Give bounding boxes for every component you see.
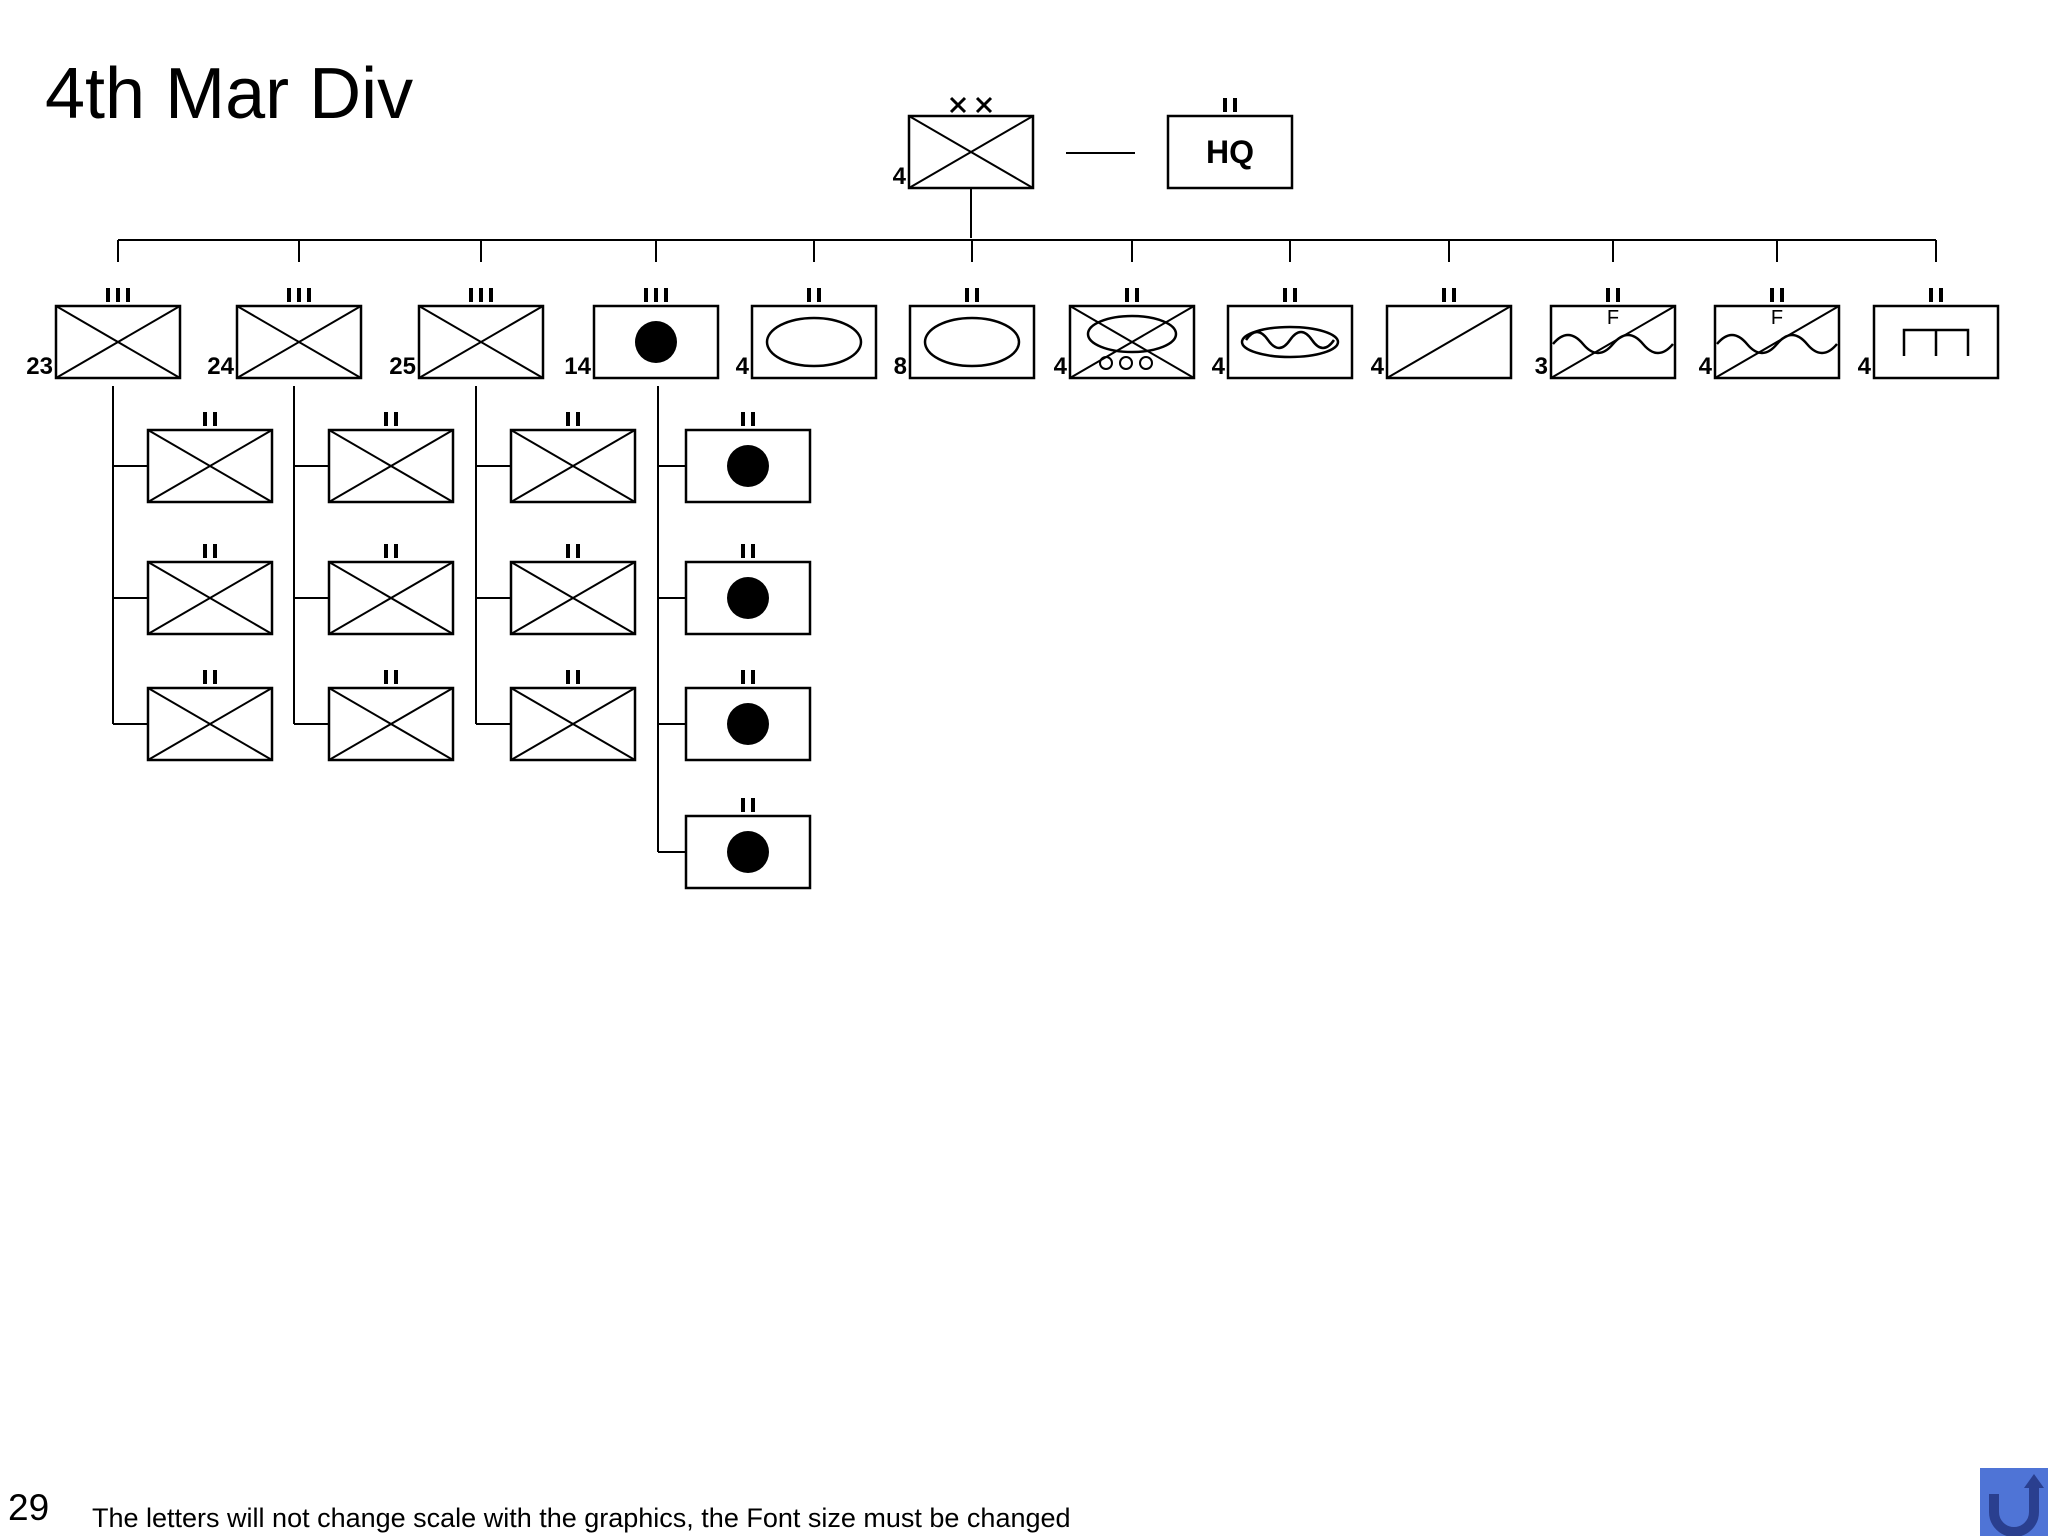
unit-symbol-artillery — [684, 798, 812, 890]
unit-symbol-infantry — [146, 670, 274, 762]
unit-symbol-armor: 4 — [736, 288, 878, 380]
infantry-cross — [55, 305, 181, 379]
unit-symbol-infantry: 23 — [26, 288, 182, 380]
unit-designation: 25 — [389, 353, 416, 380]
unit-symbol-artillery — [684, 670, 812, 762]
infantry-cross — [510, 561, 636, 635]
infantry-cross — [236, 305, 362, 379]
unit-symbol-infantry — [146, 412, 274, 504]
unit-symbol-infantry — [327, 412, 455, 504]
unit-designation: 4 — [893, 163, 907, 190]
armor-oval — [765, 316, 863, 368]
artillery-dot — [727, 445, 769, 487]
unit-symbol-infantry — [327, 544, 455, 636]
recon-slash — [1386, 305, 1512, 379]
unit-symbol-infantry — [509, 544, 637, 636]
artillery-dot — [727, 703, 769, 745]
unit-symbol-amphibious-recon: F4 — [1699, 288, 1841, 380]
wave-line — [1716, 333, 1838, 355]
wheel-circle — [1119, 356, 1133, 370]
infantry-cross — [147, 561, 273, 635]
unit-designation: 24 — [207, 353, 234, 380]
unit-symbol-armor: 8 — [894, 288, 1036, 380]
unit-designation: 4 — [1699, 353, 1713, 380]
unit-symbol-amphibian-tractor: 4 — [1054, 288, 1196, 380]
infantry-cross — [147, 687, 273, 761]
hq-frame — [1166, 114, 1294, 190]
recon-slash — [1550, 305, 1676, 379]
unit-symbol-artillery: 14 — [564, 288, 720, 380]
infantry-cross — [328, 429, 454, 503]
unit-designation: 3 — [1535, 353, 1548, 380]
unit-designation: 4 — [1212, 353, 1226, 380]
unit-symbol-infantry — [327, 670, 455, 762]
page-number: 29 — [8, 1487, 50, 1528]
engineer-mark — [1902, 328, 1970, 356]
unit-designation: 8 — [894, 353, 907, 380]
unit-symbol-amphibious-recon: F3 — [1535, 288, 1677, 380]
unit-designation: 23 — [26, 353, 53, 380]
unit-designation: 4 — [1054, 353, 1068, 380]
hq-label: HQ — [1206, 134, 1254, 170]
wave-line — [1552, 333, 1674, 355]
unit-symbol-artillery — [684, 544, 812, 636]
unit-symbol-infantry — [509, 412, 637, 504]
unit-designation: 14 — [564, 353, 591, 380]
unit-frame — [684, 686, 812, 762]
unit-symbol-infantry: 24 — [207, 288, 363, 380]
infantry-cross — [147, 429, 273, 503]
artillery-dot — [727, 831, 769, 873]
return-button[interactable] — [1980, 1468, 2048, 1536]
unit-inner-label: F — [1607, 307, 1619, 329]
unit-inner-label: F — [1771, 307, 1783, 329]
recon-slash — [1714, 305, 1840, 379]
hq-box: HQ — [1166, 98, 1294, 190]
artillery-dot — [635, 321, 677, 363]
unit-symbol-amphibious: 4 — [1212, 288, 1354, 380]
infantry-cross — [1069, 305, 1195, 379]
infantry-cross — [418, 305, 544, 379]
wave-line — [1244, 330, 1336, 350]
unit-symbol-reconnaissance: 4 — [1371, 288, 1513, 380]
unit-designation: 4 — [1858, 353, 1872, 380]
artillery-dot — [727, 577, 769, 619]
infantry-cross — [328, 561, 454, 635]
unit-symbol-infantry — [146, 544, 274, 636]
unit-designation: 4 — [736, 353, 750, 380]
unit-symbol-infantry — [509, 670, 637, 762]
echelon-xx-mark — [975, 96, 993, 114]
armor-oval — [1240, 325, 1340, 359]
wheel-circle — [1099, 356, 1113, 370]
unit-designation: 4 — [1371, 353, 1385, 380]
infantry-cross — [328, 687, 454, 761]
infantry-cross — [510, 429, 636, 503]
infantry-cross — [908, 115, 1034, 189]
footer-note: The letters will not change scale with t… — [92, 1503, 1071, 1533]
unit-symbol-artillery — [684, 412, 812, 504]
unit-symbol-infantry: 4 — [893, 96, 1035, 190]
unit-symbol-engineer: 4 — [1858, 288, 2000, 380]
unit-symbol-infantry: 25 — [389, 288, 545, 380]
return-arrow-icon — [1989, 1474, 2044, 1536]
wheel-circle — [1139, 356, 1153, 370]
armor-oval — [1086, 314, 1178, 354]
armor-oval — [923, 316, 1021, 368]
infantry-cross — [510, 687, 636, 761]
slide-title: 4th Mar Div — [45, 54, 414, 134]
echelon-xx-mark — [949, 96, 967, 114]
